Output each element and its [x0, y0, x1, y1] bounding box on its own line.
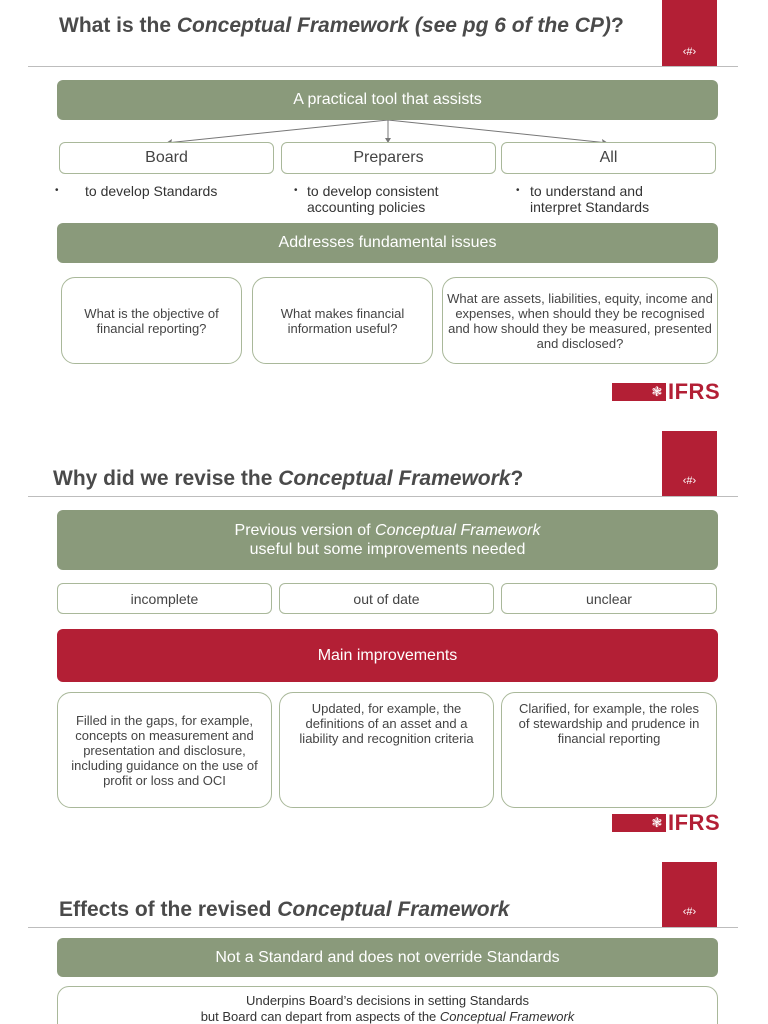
connector-arrows: [165, 120, 609, 144]
ifrs-emblem-icon: ❃: [648, 383, 666, 401]
slide3-page-number: ‹#›: [682, 906, 697, 918]
main-improvements-bar: Main improvements: [57, 629, 718, 682]
slide2-page-number: ‹#›: [682, 475, 697, 487]
issue-incomplete: incomplete: [57, 583, 272, 614]
slide3-red-tab: ‹#›: [662, 862, 717, 927]
slide1-divider: [28, 66, 738, 67]
preparers-box: Preparers: [281, 142, 496, 174]
ifrs-emblem-icon: ❃: [648, 814, 666, 832]
slide2-title: Why did we revise the Conceptual Framewo…: [53, 467, 524, 490]
issue-unclear: unclear: [501, 583, 717, 614]
underpins-box: Underpins Board’s decisions in setting S…: [57, 986, 718, 1024]
improvement-updated: Updated, for example, the definitions of…: [279, 692, 494, 808]
issue-out-of-date: out of date: [279, 583, 494, 614]
question-objective: What is the objective of financial repor…: [61, 277, 242, 364]
ifrs-logo-2: ❃ IFRS: [612, 810, 720, 835]
slide2-divider: [28, 496, 738, 497]
all-box: All: [501, 142, 716, 174]
slide3-title: Effects of the revised Conceptual Framew…: [59, 898, 510, 921]
improvement-clarified: Clarified, for example, the roles of ste…: [501, 692, 717, 808]
slide3-divider: [28, 927, 738, 928]
board-box: Board: [59, 142, 274, 174]
question-elements: What are assets, liabilities, equity, in…: [442, 277, 718, 364]
slide1-red-tab: ‹#›: [662, 0, 717, 66]
fundamental-issues-bar: Addresses fundamental issues: [57, 223, 718, 263]
practical-tool-bar: A practical tool that assists: [57, 80, 718, 120]
ifrs-logo-1: ❃ IFRS: [612, 379, 720, 404]
slide2-red-tab: ‹#›: [662, 431, 717, 496]
slide1-title: What is the Conceptual Framework (see pg…: [59, 14, 624, 37]
not-a-standard-bar: Not a Standard and does not override Sta…: [57, 938, 718, 977]
question-useful: What makes financial information useful?: [252, 277, 433, 364]
slide1-page-number: ‹#›: [682, 46, 697, 58]
previous-version-bar: Previous version of Conceptual Framework…: [57, 510, 718, 570]
improvement-filled-gaps: Filled in the gaps, for example, concept…: [57, 692, 272, 808]
